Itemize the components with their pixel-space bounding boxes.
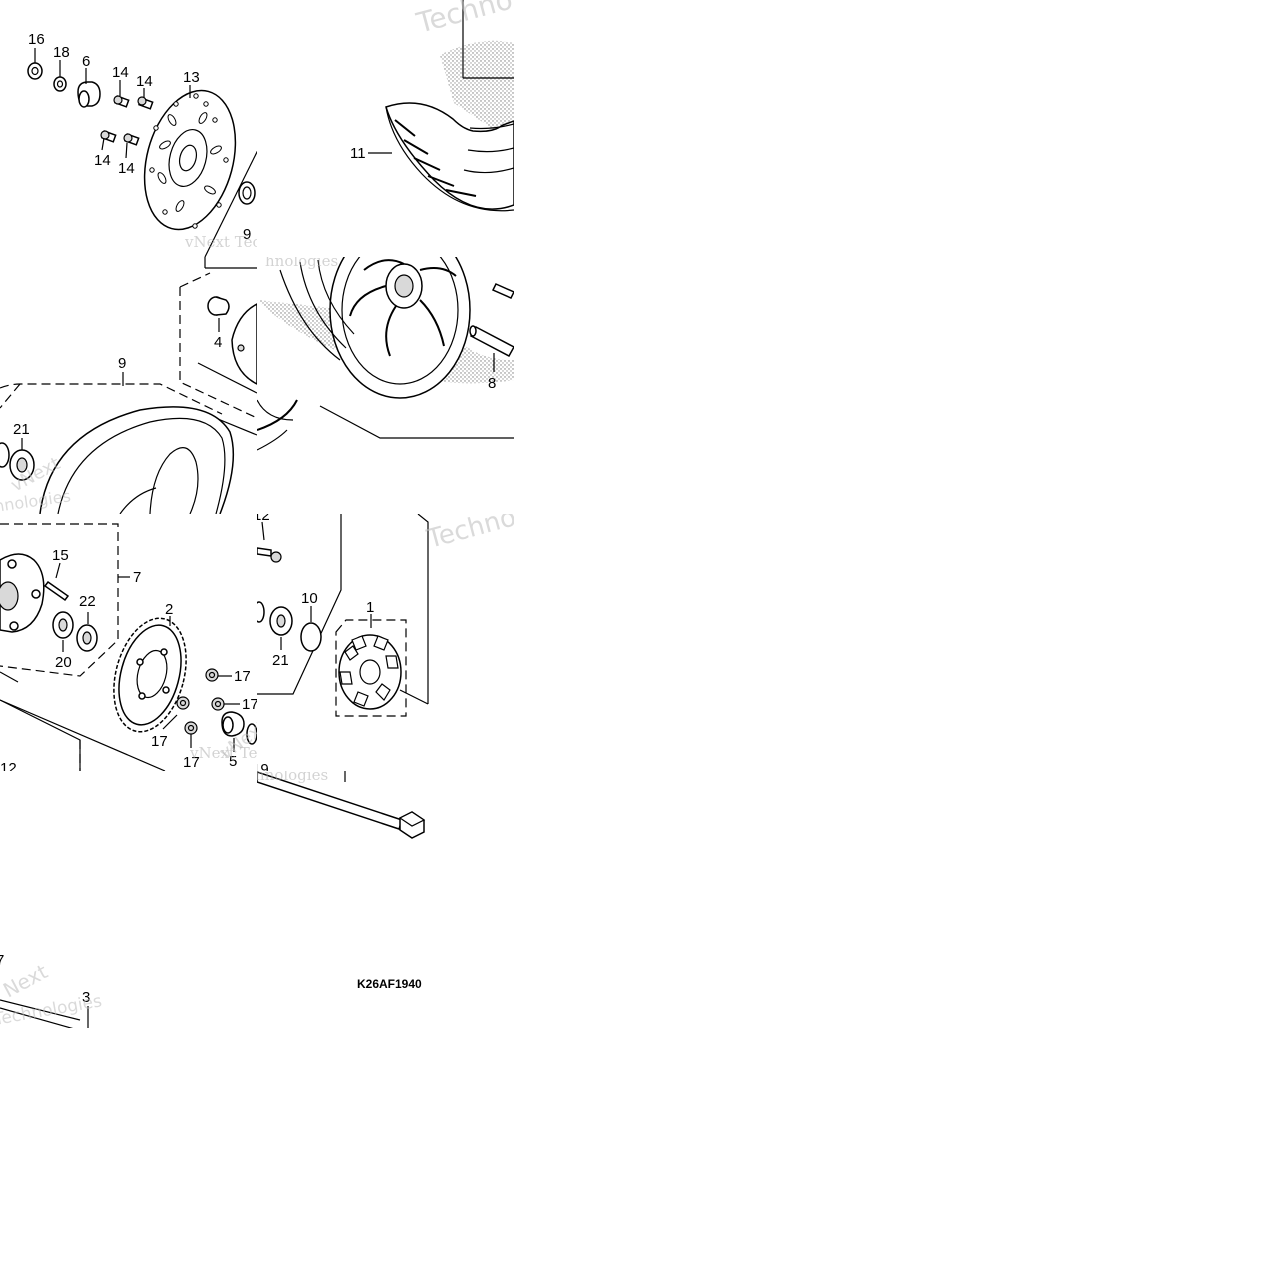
callout-4: 4 [214,334,222,351]
callout-3: 3 [82,989,90,1006]
tile-rim-left: 4 9 21 vNext hnologies [0,257,257,514]
brake-disc-part-13 [143,89,237,231]
callout-13: 13 [183,69,200,86]
callout-7-b: 7 [0,952,4,969]
tile-rim-right: 8 hnologies [257,252,514,451]
axle-bolt-part-3 [257,771,426,839]
bearing-part-21-b [269,606,293,636]
collar-part-6 [77,81,101,108]
sprocket-part-2 [113,617,187,733]
callout-20: 20 [55,654,72,671]
nut-part-17-d [184,721,198,735]
callout-9-b: 9 [118,355,126,372]
callout-5: 5 [229,753,237,770]
watermark-text: vNext Tec [184,233,261,251]
watermark-text: hnologies [255,766,328,784]
callout-17-b: 17 [242,696,259,713]
callout-14-b: 14 [136,73,153,90]
callout-14-c: 14 [94,152,111,169]
callout-1: 1 [366,599,374,616]
callout-14-a: 14 [112,64,129,81]
bolt-part-14-d [123,133,140,146]
nut-part-17-c [176,696,190,710]
callout-17-a: 17 [234,668,251,685]
front-direction-arrow: FR. [262,175,313,216]
watermark-text: vNext Tec [189,744,266,762]
nut-part-17-b [211,697,225,711]
callout-6: 6 [82,53,90,70]
callout-22: 22 [79,593,96,610]
axle-part-8 [469,283,514,358]
tile-damper: 12 21 10 [252,502,519,778]
watermark-text: Techno [412,0,516,40]
callout-12-b: 12 [253,507,270,524]
callout-15: 15 [52,547,69,564]
tile-hub-sprocket: 7 15 20 22 [0,523,266,777]
callout-17-d: 17 [183,754,200,771]
bolt-part-14-b [137,96,154,110]
callout-21-a: 21 [13,421,30,438]
tile-brake-disc: FR. vNext Tec 16 18 6 14 14 14 14 13 9 [27,31,313,257]
bearing-part-20 [52,611,74,639]
wheel-assembly-part-9 [257,257,471,451]
nut-part-17-a [205,668,219,682]
bolt-part-14-a [113,95,130,108]
bolt-part-12 [257,547,282,563]
wheel-rim-part-9 [39,406,235,514]
tile-bolt-end: 3 7 Next Technologies [0,952,104,1028]
watermark-text: Next [0,959,52,1002]
bearing-part-22 [76,624,98,652]
tile-tire: 11 Techno [350,0,516,212]
hub-flange-part-7 [0,553,45,633]
tire-part-11 [385,102,514,212]
bolt-part-14-c [100,130,117,143]
callout-7: 7 [133,569,141,586]
callout-2: 2 [165,601,173,618]
callout-16: 16 [28,31,45,48]
callout-19: 19 [252,761,269,778]
callout-12-a: 12 [0,760,17,777]
nut-part-16 [27,62,43,80]
stud-part-15 [43,580,70,602]
o-ring-part-10 [300,622,322,652]
collar-part-4 [207,296,230,316]
washer-part-18 [53,76,67,92]
drawing-code: K26AF1940 [357,977,422,991]
watermark-text: hnologies [265,252,338,270]
collar-part-5 [221,711,245,737]
watermark-text: Techno [423,502,519,555]
callout-8: 8 [488,375,496,392]
rubber-damper-part-1 [338,634,402,710]
callout-11: 11 [350,145,366,162]
callout-14-d: 14 [118,160,135,177]
callout-9-a: 9 [243,226,251,243]
callout-10: 10 [301,590,318,607]
callout-17-c: 17 [151,733,168,750]
direction-label: FR. [286,175,313,200]
bearing-part-21 [0,442,35,481]
callout-21-b: 21 [272,652,289,669]
callout-18: 18 [53,44,70,61]
tile-axle-bolt: hnologies [255,766,426,839]
